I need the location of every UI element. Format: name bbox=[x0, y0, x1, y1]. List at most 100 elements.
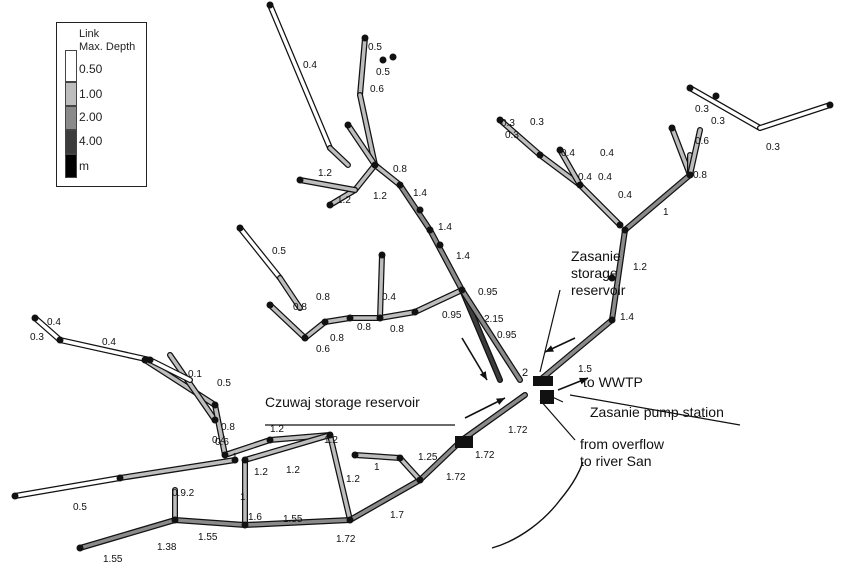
zasanie-pump bbox=[540, 390, 554, 404]
depth-label-10: 1.4 bbox=[456, 251, 470, 262]
pipe-node-35 bbox=[221, 451, 229, 459]
depth-label-37: 1.2 bbox=[633, 262, 647, 273]
pipe-node-1 bbox=[361, 34, 369, 42]
legend-swatch-1 bbox=[65, 82, 77, 106]
depth-label-55: 1.72 bbox=[508, 425, 528, 436]
pipe-19 bbox=[378, 310, 417, 320]
pipe-0 bbox=[268, 3, 332, 150]
pipe-node-7 bbox=[426, 226, 434, 234]
depth-label-9: 1.4 bbox=[438, 222, 452, 233]
pipe-node-51 bbox=[211, 416, 219, 424]
legend-label-4: m bbox=[79, 159, 89, 173]
depth-label-43: 0.1 bbox=[188, 369, 202, 380]
pipe-node-20 bbox=[536, 151, 544, 159]
zasanie-reservoir-label: Zasanie storage reservoir bbox=[571, 248, 625, 299]
legend-label-1: 1.00 bbox=[79, 87, 103, 101]
depth-label-48: 1.2 bbox=[270, 424, 284, 435]
pipe-14 bbox=[278, 276, 302, 310]
depth-label-53: 1 bbox=[374, 462, 380, 473]
depth-label-45: 0.8 bbox=[221, 422, 235, 433]
leader-line-3 bbox=[539, 399, 576, 441]
depth-label-52: 1.2 bbox=[346, 474, 360, 485]
depth-label-20: 0.8 bbox=[357, 322, 371, 333]
depth-label-14: 0.95 bbox=[442, 310, 462, 321]
pipe-node-52 bbox=[608, 274, 616, 282]
pipe-39 bbox=[223, 438, 272, 457]
depth-label-26: 0.4 bbox=[561, 148, 575, 159]
depth-label-1: 0.5 bbox=[368, 42, 382, 53]
depth-label-67: 1 bbox=[240, 492, 246, 503]
pipe-node-2 bbox=[389, 53, 397, 61]
depth-label-65: 0.9.2 bbox=[172, 488, 195, 499]
pipe-node-4 bbox=[344, 121, 352, 129]
legend-title-link: Link bbox=[79, 28, 100, 40]
depth-label-2: 0.5 bbox=[376, 67, 390, 78]
arrow-to-wwtp-head bbox=[579, 377, 588, 385]
pipe-13 bbox=[238, 226, 282, 280]
zasanie-reservoir-line-1: Zasanie bbox=[571, 248, 621, 264]
depth-label-30: 0.4 bbox=[618, 190, 632, 201]
depth-label-58: 1.7 bbox=[390, 510, 404, 521]
depth-label-35: 0.8 bbox=[693, 170, 707, 181]
pipe-node-38 bbox=[346, 516, 354, 524]
depth-label-6: 1.2 bbox=[337, 195, 351, 206]
overflow-line-2: to river San bbox=[580, 453, 652, 469]
pipe-node-40 bbox=[241, 521, 249, 529]
legend-swatch-0 bbox=[65, 50, 77, 82]
pipe-node-28 bbox=[686, 171, 694, 179]
pipe-node-37 bbox=[326, 431, 334, 439]
depth-label-11: 0.95 bbox=[478, 287, 498, 298]
pipe-node-47 bbox=[31, 314, 39, 322]
pipe-38 bbox=[213, 403, 227, 457]
pipe-node-6 bbox=[396, 181, 404, 189]
pipe-10 bbox=[428, 228, 464, 292]
depth-label-47: 1 bbox=[232, 452, 238, 463]
pipe-node-14 bbox=[321, 318, 329, 326]
pipe-node-27 bbox=[668, 124, 676, 132]
pipe-35 bbox=[118, 458, 237, 480]
pipe-node-15 bbox=[346, 314, 354, 322]
pipe-node-41 bbox=[76, 544, 84, 552]
depth-label-13: 0.95 bbox=[497, 330, 517, 341]
pipe-27 bbox=[498, 118, 542, 157]
pipe-node-23 bbox=[616, 221, 624, 229]
pipe-49 bbox=[460, 393, 527, 442]
pipe-node-30 bbox=[621, 226, 629, 234]
pipe-node-29 bbox=[608, 316, 616, 324]
pipe-node-19 bbox=[496, 116, 504, 124]
pipe-node-46 bbox=[396, 454, 404, 462]
arrow-inflow-czuwaj-head bbox=[496, 398, 505, 405]
pipe-node-33 bbox=[231, 456, 239, 464]
pipe-node-54 bbox=[416, 206, 424, 214]
pipe-node-13 bbox=[301, 334, 309, 342]
depth-label-41: 0.3 bbox=[30, 332, 44, 343]
legend-swatch-4 bbox=[65, 154, 77, 178]
pipe-node-42 bbox=[171, 516, 179, 524]
depth-label-64: 1.55 bbox=[103, 554, 123, 565]
pipe-7 bbox=[298, 178, 357, 192]
zasanie-pump-label: Zasanie pump station bbox=[590, 404, 724, 420]
arrow-inflow-north-head bbox=[479, 371, 487, 380]
pipe-23 bbox=[758, 103, 832, 130]
depth-label-8: 1.4 bbox=[413, 188, 427, 199]
pipe-node-26 bbox=[826, 101, 834, 109]
leader-line-1 bbox=[569, 394, 741, 426]
depth-label-46: 0.4 bbox=[212, 435, 226, 446]
pipe-node-12 bbox=[266, 301, 274, 309]
depth-label-50: 1.2 bbox=[254, 467, 268, 478]
legend-swatch-2 bbox=[65, 106, 77, 130]
pipe-41 bbox=[328, 433, 352, 522]
leader-line-4 bbox=[547, 394, 564, 403]
pipe-node-43 bbox=[416, 476, 424, 484]
pipe-node-34 bbox=[141, 356, 149, 364]
depth-label-27: 0.4 bbox=[600, 148, 614, 159]
overflow-label: from overflow to river San bbox=[580, 436, 664, 470]
pipe-node-45 bbox=[351, 451, 359, 459]
pipe-node-53 bbox=[436, 241, 444, 249]
pipe-4 bbox=[346, 123, 377, 167]
pipe-node-22 bbox=[576, 181, 584, 189]
pipe-26 bbox=[688, 128, 702, 177]
pipe-marker-label: 2 bbox=[522, 367, 529, 379]
pipe-node-32 bbox=[116, 474, 124, 482]
depth-label-66: 0.5 bbox=[73, 502, 87, 513]
